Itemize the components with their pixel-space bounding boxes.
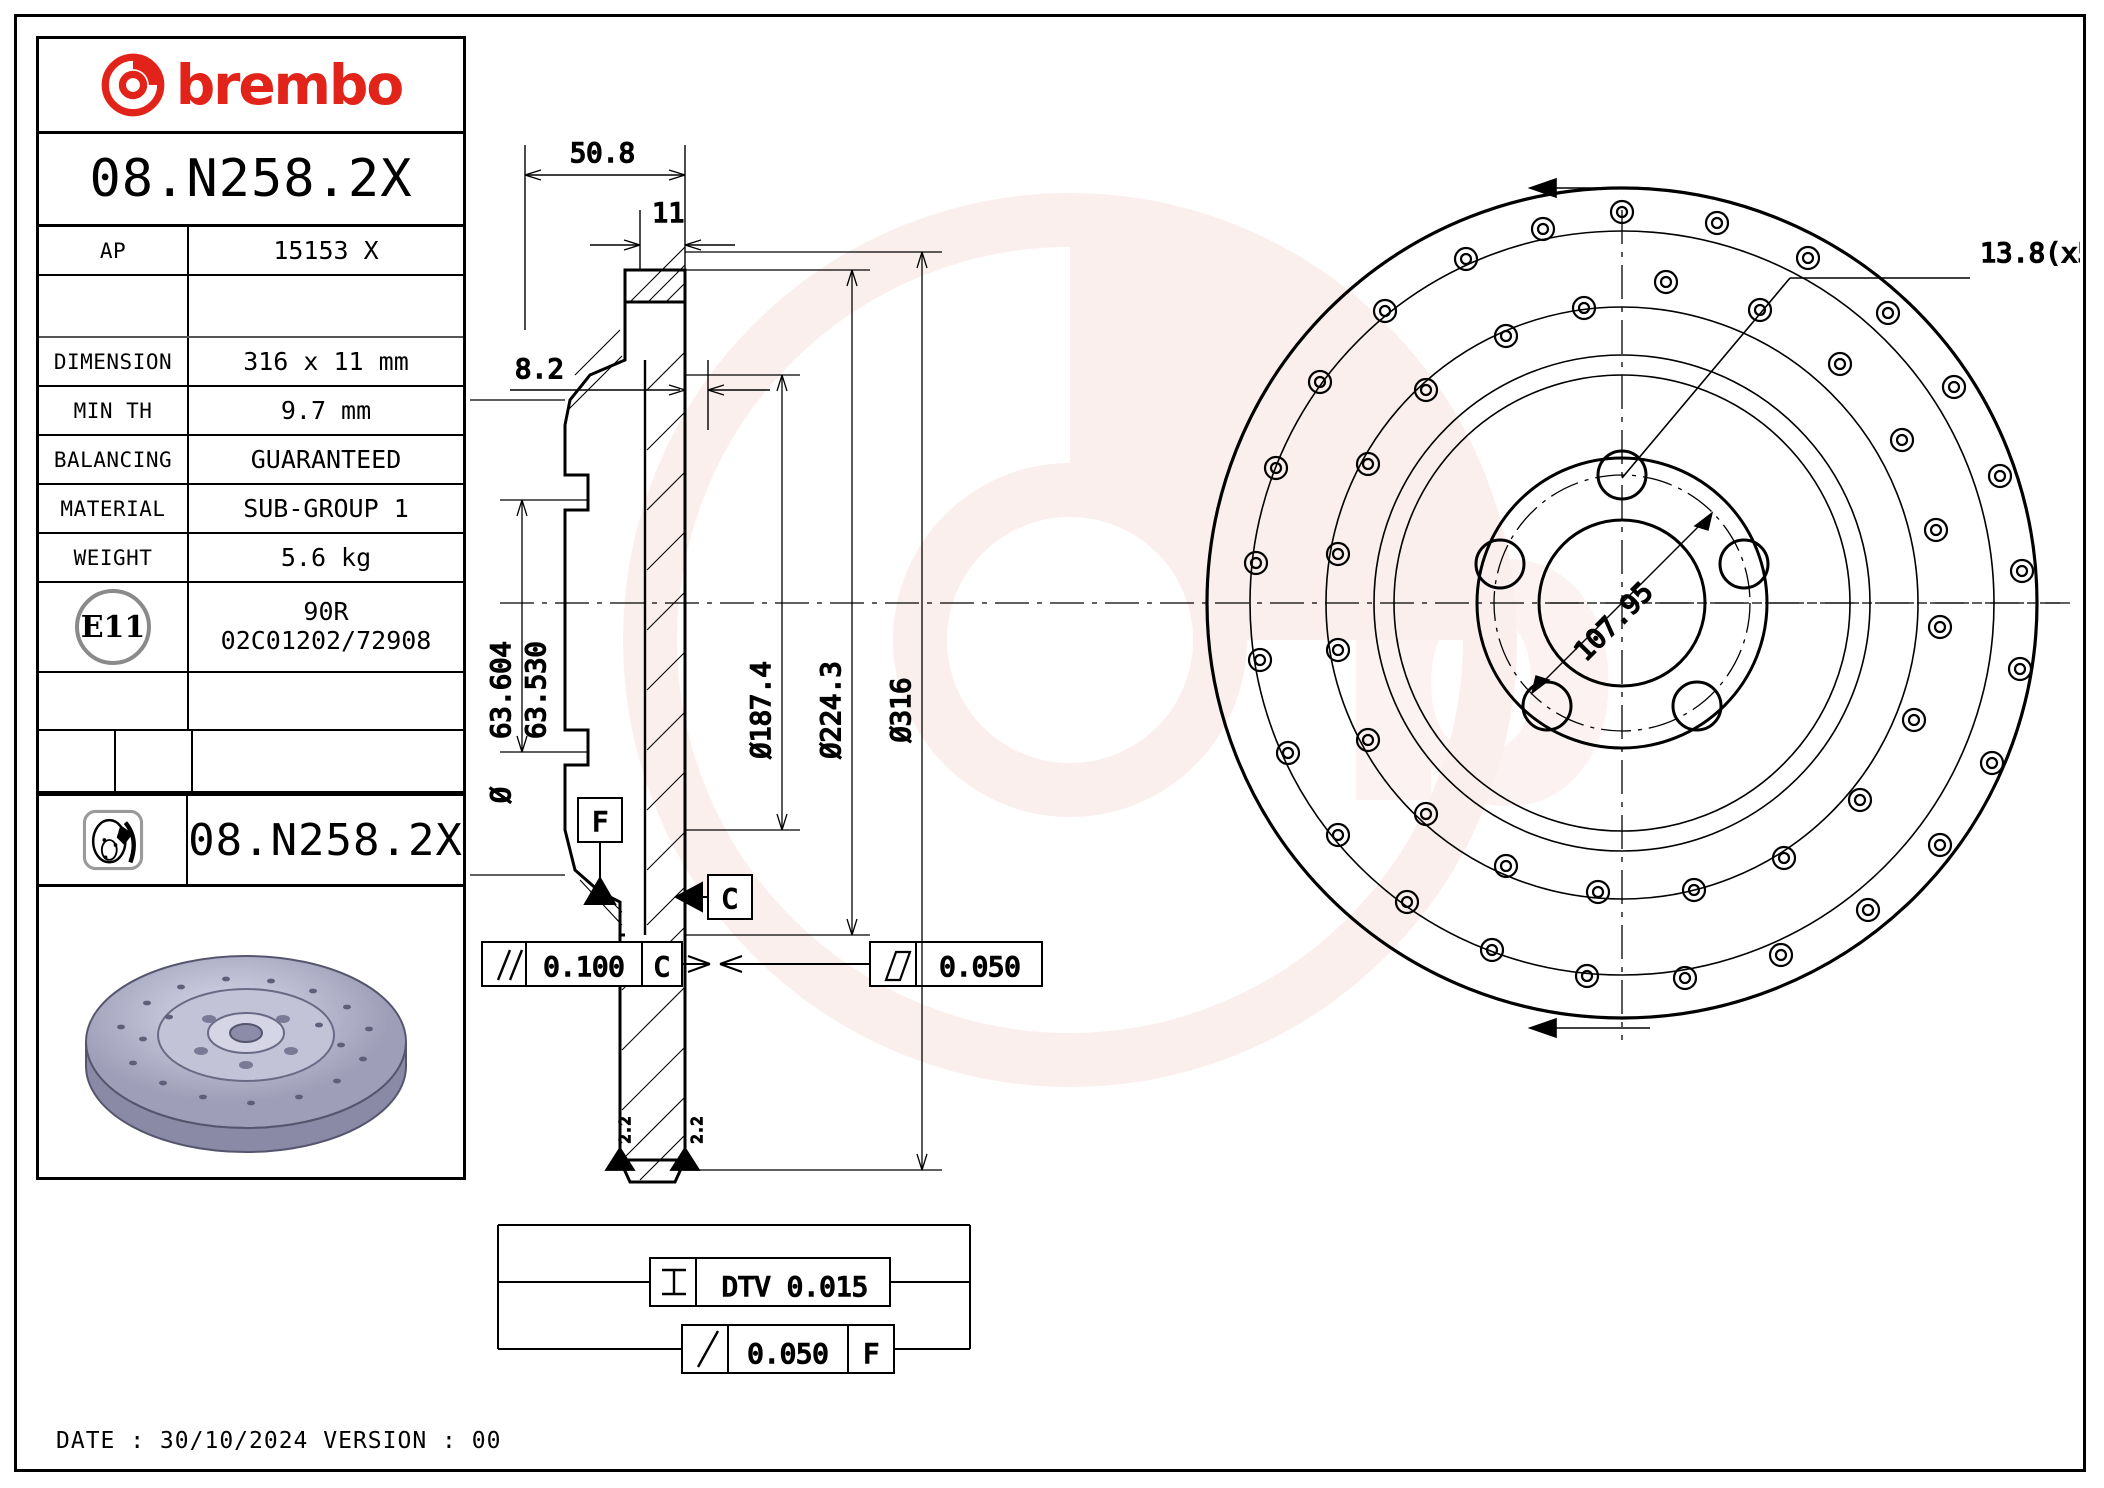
section-arrows [1527, 177, 1650, 1039]
fcf-parallelism-datum: C [654, 952, 670, 983]
table-row-blank [39, 276, 463, 338]
dim-bore-dia-upper: 63.604 [486, 641, 517, 739]
section-bottom-flange [618, 935, 687, 1184]
spec-table: brembo 08.N258.2X AP 15153 X DIMENSION 3… [36, 36, 466, 1180]
dim-inner-braking [685, 374, 800, 831]
part-number-row: 08.N258.2X [39, 134, 463, 227]
row-value: GUARANTEED [250, 445, 402, 474]
footer-date: DATE : 30/10/2024 VERSION : 00 [56, 1428, 502, 1454]
row-label: AP [39, 227, 189, 274]
dim-hat-offset-label: 8.2 [515, 354, 564, 385]
homologation-line1: 90R [303, 597, 349, 627]
technical-drawing: 50.8 11 8.2 [470, 137, 2080, 1374]
dim-hat-dia [470, 399, 565, 876]
fcf-runout [497, 1224, 971, 1374]
brake-disc-icon-cell [39, 796, 189, 884]
chamfer-left-label: 2.2 [616, 1116, 634, 1143]
row-value: 9.7 mm [280, 396, 372, 425]
table-row-dimension: DIMENSION 316 x 11 mm [39, 338, 463, 387]
row-label: MATERIAL [39, 485, 189, 532]
row-label: MIN TH [39, 387, 189, 434]
dim-disc-thickness [590, 210, 735, 270]
dim-outer-dia-label: Ø316 [886, 677, 917, 742]
dim-overall-width-label: 50.8 [570, 138, 635, 169]
drilled-holes [1243, 199, 2035, 991]
row-label: DIMENSION [39, 338, 189, 385]
brake-disc-render [85, 955, 407, 1153]
table-row-material: MATERIAL SUB-GROUP 1 [39, 485, 463, 534]
flange-hatching [621, 927, 685, 1181]
pcd-label: 107.95 [1569, 577, 1660, 668]
row-label [39, 276, 189, 336]
fcf-dtv [498, 1257, 970, 1307]
fcf-flatness-value: 0.050 [939, 952, 1020, 983]
datum-f-label: F [592, 807, 608, 838]
fcf-parallelism-value: 0.100 [543, 952, 624, 983]
table-row-balancing: BALANCING GUARANTEED [39, 436, 463, 485]
disc-photo-row [39, 887, 463, 1177]
dim-bore-dia-symbol: Ø [486, 787, 517, 803]
table-row-ap: AP 15153 X [39, 227, 463, 276]
homologation-code: 90R 02C01202/72908 [189, 583, 463, 671]
table-row-spacer-1 [39, 673, 463, 731]
table-row-homologation: E11 90R 02C01202/72908 [39, 583, 463, 673]
chamfer-leaders [604, 1146, 701, 1171]
homologation-line2: 02C01202/72908 [220, 626, 432, 655]
dim-pcd [1530, 511, 1714, 695]
fcf-dtv-label: DTV 0.015 [722, 1272, 868, 1303]
row-value: SUB-GROUP 1 [243, 494, 409, 523]
datum-f [577, 797, 623, 905]
dim-inner-braking-label: Ø187.4 [746, 661, 777, 759]
brembo-logo-icon [101, 53, 165, 117]
row-value: 15153 X [273, 236, 379, 265]
front-view [1205, 186, 2070, 1040]
bolt-hole-label: 13.8(x5) [1980, 238, 2080, 269]
row-value: 5.6 kg [280, 543, 372, 572]
row-value: 316 x 11 mm [243, 347, 409, 376]
leader-bolt-hole [1621, 277, 1970, 479]
row-label: BALANCING [39, 436, 189, 483]
dim-mid-braking [685, 269, 870, 936]
sheet-border [14, 14, 2086, 1472]
disc-part-number: 08.N258.2X [188, 814, 463, 866]
brand-logo-row: brembo [39, 39, 463, 134]
dim-disc-thickness-label: 11 [652, 198, 685, 229]
row-value [189, 276, 463, 336]
row-label: WEIGHT [39, 534, 189, 581]
fcf-runout-datum: F [863, 1339, 879, 1370]
table-row-weight: WEIGHT 5.6 kg [39, 534, 463, 583]
dim-outer-dia [685, 251, 942, 1171]
brand-name: brembo [175, 53, 404, 117]
datum-c-label: C [722, 884, 738, 915]
fcf-flatness [719, 941, 1043, 987]
chamfer-right-label: 2.2 [688, 1116, 706, 1143]
table-row-spacer-2 [39, 731, 463, 793]
e11-icon: E11 [75, 589, 151, 665]
dim-mid-braking-label: Ø224.3 [816, 661, 847, 759]
table-row-min-th: MIN TH 9.7 mm [39, 387, 463, 436]
fcf-runout-value: 0.050 [747, 1339, 828, 1370]
brake-disc-icon [82, 809, 143, 871]
fcf-parallelism [481, 941, 711, 987]
dim-bore-dia-lower: 63.530 [521, 641, 552, 739]
part-number: 08.N258.2X [89, 149, 413, 209]
datum-c [673, 874, 753, 920]
section-hatching [567, 246, 686, 926]
disc-part-row: 08.N258.2X [39, 793, 463, 887]
e11-mark-cell: E11 [39, 583, 189, 671]
dim-bore-dia [500, 499, 588, 753]
